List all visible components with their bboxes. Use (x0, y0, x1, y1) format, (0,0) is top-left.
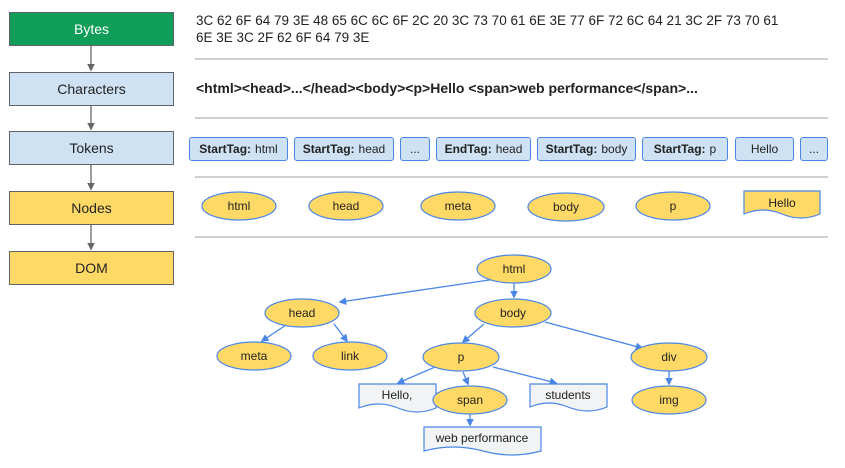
node-meta: meta (420, 191, 496, 221)
token-ellipsis-2: ... (800, 137, 828, 161)
token-kind: StartTag: (302, 142, 355, 156)
token-name: head (495, 142, 523, 156)
edge-p-span (462, 371, 470, 386)
dom-edges (260, 278, 673, 427)
dom-node-img: img (631, 385, 707, 415)
bytes-line-2: 6E 3E 3C 2F 62 6F 64 79 3E (196, 30, 370, 45)
token-name: html (255, 142, 278, 156)
dom-node-meta: meta (216, 341, 292, 371)
node-meta-label: meta (445, 199, 472, 213)
dom-node-meta-label: meta (241, 349, 268, 363)
dom-node-web-performance-text: web performance (423, 426, 542, 456)
dom-node-p: p (422, 342, 500, 372)
nodes-row: html head meta body p Hello (201, 190, 821, 222)
node-head: head (308, 191, 384, 221)
token-name: ... (808, 142, 819, 156)
token-name: body (601, 142, 628, 156)
token-name: Hello (750, 142, 779, 156)
separator-3 (195, 176, 828, 178)
dom-node-html: html (476, 254, 552, 284)
node-body: body (527, 192, 605, 222)
token-starttag-p: StartTag:p (642, 137, 728, 161)
edge-body-div (544, 321, 644, 351)
token-kind: StartTag: (199, 142, 252, 156)
token-name: head (358, 142, 386, 156)
dom-node-hello-label: Hello, (382, 388, 413, 402)
token-kind: StartTag: (545, 142, 598, 156)
dom-node-img-label: img (659, 393, 678, 407)
token-ellipsis-1: ... (400, 137, 430, 161)
bytes-hex: 3C 62 6F 64 79 3E 48 65 6C 6C 6F 2C 20 3… (196, 12, 836, 46)
edge-html-head (338, 278, 497, 305)
token-starttag-head: StartTag:head (294, 137, 394, 161)
dom-node-web-performance-label: web performance (435, 431, 529, 445)
dom-node-link: link (312, 341, 388, 371)
token-endtag-head: EndTag:head (436, 137, 531, 161)
dom-tree: html head body meta link p div Hello, (216, 254, 708, 456)
separator-1 (195, 58, 828, 60)
node-html-label: html (228, 199, 251, 213)
dom-node-head: head (264, 298, 340, 328)
separator-4 (195, 236, 828, 238)
token-kind: EndTag: (444, 142, 492, 156)
dom-node-p-label: p (458, 350, 465, 364)
dom-node-span: span (432, 385, 508, 415)
token-starttag-html: StartTag:html (189, 137, 288, 161)
dom-node-link-label: link (341, 349, 360, 363)
separator-2 (195, 117, 828, 119)
node-html: html (201, 191, 277, 221)
dom-node-span-label: span (457, 393, 483, 407)
edge-body-p (461, 323, 485, 344)
node-p-label: p (670, 199, 677, 213)
token-starttag-body: StartTag:body (537, 137, 636, 161)
node-hello: Hello (743, 190, 821, 219)
dom-node-hello-text: Hello, (358, 383, 437, 413)
dom-node-head-label: head (289, 306, 316, 320)
dom-node-body-label: body (500, 306, 526, 320)
edge-p-students (492, 366, 558, 386)
token-name: p (709, 142, 717, 156)
edge-p-hello (396, 366, 436, 385)
node-body-label: body (553, 200, 579, 214)
bytes-line-1: 3C 62 6F 64 79 3E 48 65 6C 6C 6F 2C 20 3… (196, 13, 779, 28)
node-p: p (635, 191, 711, 221)
node-hello-label: Hello (768, 196, 796, 210)
node-head-label: head (333, 199, 360, 213)
dom-node-html-label: html (503, 262, 526, 276)
token-hello: Hello (735, 137, 794, 161)
dom-node-students-text: students (529, 383, 608, 412)
characters-text: <html><head>...</head><body><p>Hello <sp… (196, 80, 698, 96)
dom-node-div: div (630, 342, 708, 372)
dom-node-body: body (474, 298, 552, 328)
token-name: ... (409, 142, 420, 156)
dom-node-div-label: div (661, 350, 676, 364)
dom-node-students-label: students (545, 388, 590, 402)
token-kind: StartTag: (653, 142, 706, 156)
edge-head-link (333, 323, 348, 343)
edge-head-meta (260, 324, 287, 342)
